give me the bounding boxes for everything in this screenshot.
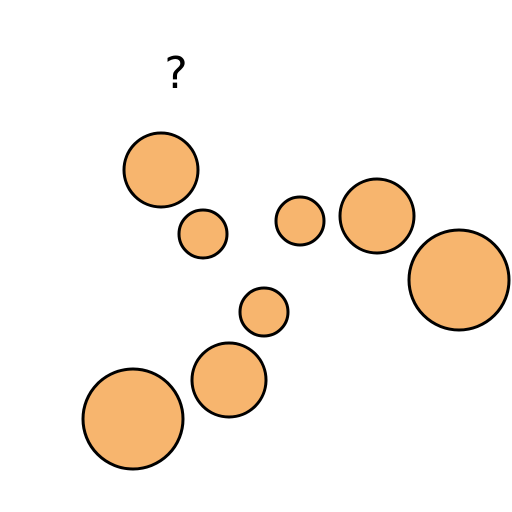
- circle-8: [81, 367, 185, 471]
- circle-6: [238, 286, 290, 338]
- circle-3: [274, 195, 326, 247]
- circle-7: [190, 341, 268, 419]
- circle-5: [407, 228, 511, 332]
- circle-2: [177, 208, 229, 260]
- circle-1: [122, 131, 200, 209]
- question-mark: ?: [164, 48, 187, 99]
- circle-4: [338, 177, 416, 255]
